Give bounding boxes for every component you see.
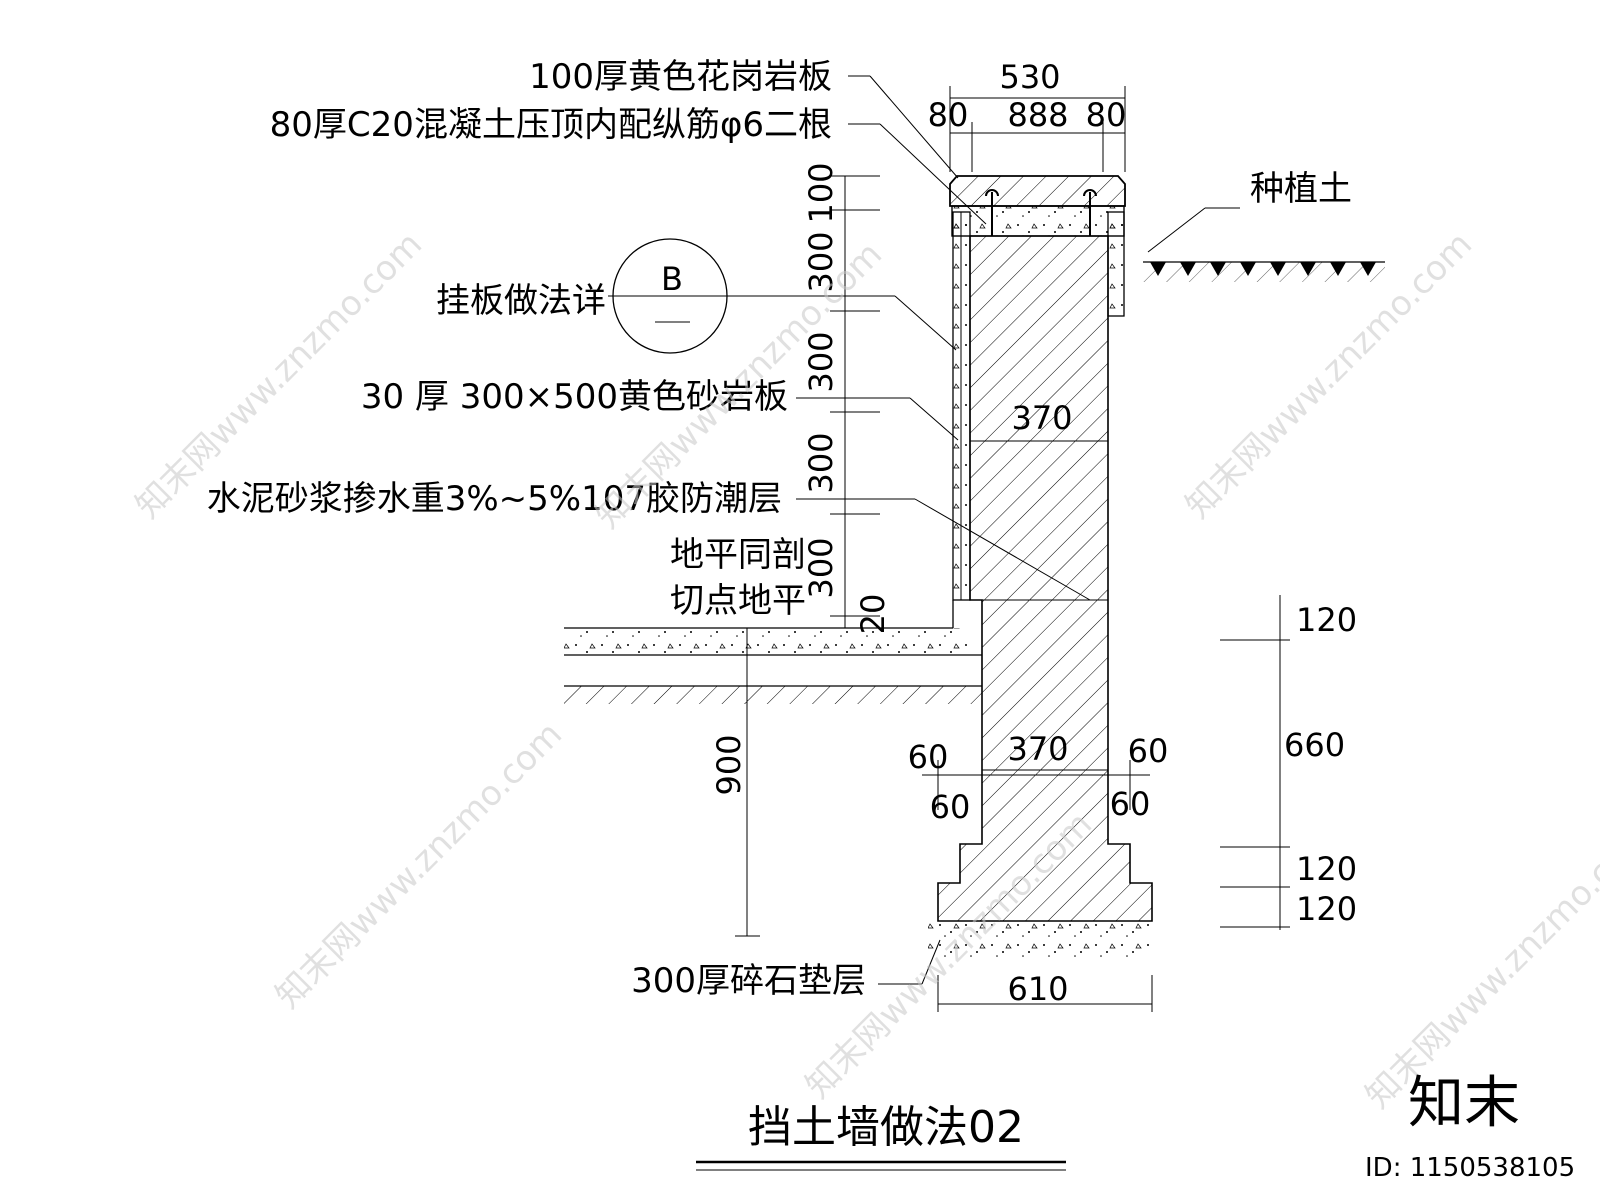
label-damp-proof: 水泥砂浆掺水重3%~5%107胶防潮层 xyxy=(207,479,782,519)
label-concrete-coping: 80厚C20混凝土压顶内配纵筋φ6二根 xyxy=(270,105,832,145)
dim-v-900: 900 xyxy=(710,734,748,795)
sandstone-cladding xyxy=(952,211,971,628)
label-planting-soil: 种植土 xyxy=(1250,169,1352,209)
dim-r-120-bot: 120 xyxy=(1296,890,1357,928)
dim-step-right-a: 60 xyxy=(1128,732,1169,770)
dim-r-660: 660 xyxy=(1284,726,1345,764)
label-gravel: 300厚碎石垫层 xyxy=(631,961,866,1001)
right-cladding xyxy=(1107,211,1125,317)
dim-v-100: 100 xyxy=(802,162,840,223)
label-granite-cap: 100厚黄色花岗岩板 xyxy=(529,57,832,97)
drawing-title-group: 挡土墙做法02 xyxy=(696,1102,1066,1171)
dim-wall-width-lower: 370 xyxy=(1007,730,1068,768)
dim-base-width: 610 xyxy=(1007,970,1068,1008)
dim-top-right: 80 xyxy=(1086,96,1127,134)
dim-r-120-top: 120 xyxy=(1296,601,1357,639)
dim-v-300-b: 300 xyxy=(802,331,840,392)
dim-step-left-b: 60 xyxy=(930,788,971,826)
dim-top-total: 530 xyxy=(999,58,1060,96)
annotation-labels: 100厚黄色花岗岩板 80厚C20混凝土压顶内配纵筋φ6二根 挂板做法详 30 … xyxy=(207,57,1352,1001)
watermark-id: ID: 1150538105 xyxy=(1365,1153,1575,1183)
ground-paving xyxy=(564,627,982,704)
dimension-lines xyxy=(735,86,1290,1012)
dim-step-left-a: 60 xyxy=(908,738,949,776)
dim-v-300-c: 300 xyxy=(802,432,840,493)
dim-v-300-a: 300 xyxy=(802,231,840,292)
drawing-title: 挡土墙做法02 xyxy=(748,1102,1024,1153)
label-ground-line-2: 切点地平 xyxy=(670,581,806,621)
dim-top-left: 80 xyxy=(928,96,969,134)
dim-v-20: 20 xyxy=(854,594,892,635)
detail-ref-letter: B xyxy=(661,260,683,298)
label-ground-line-1: 地平同剖 xyxy=(670,535,806,575)
watermark-logo: 知末 xyxy=(1408,1071,1520,1136)
label-panel-detail: 挂板做法详 xyxy=(436,281,606,321)
dim-top-mid: 888 xyxy=(1007,96,1068,134)
dim-r-120-mid: 120 xyxy=(1296,850,1357,888)
granite-cap xyxy=(949,175,1126,237)
detail-callout[interactable]: B xyxy=(612,238,728,354)
leader-lines xyxy=(608,75,1240,985)
planting-soil-line xyxy=(1143,261,1385,282)
dimension-values: 530 80 888 80 100 300 300 300 300 20 900… xyxy=(710,58,1357,1008)
dim-step-right-b: 60 xyxy=(1110,785,1151,823)
dim-v-300-d: 300 xyxy=(802,537,840,598)
label-sandstone: 30 厚 300×500黄色砂岩板 xyxy=(361,377,788,417)
watermark-text: 知末网www.znzmo.com xyxy=(268,714,570,1016)
dim-wall-width-upper: 370 xyxy=(1011,399,1072,437)
gravel-bed xyxy=(928,921,1152,961)
